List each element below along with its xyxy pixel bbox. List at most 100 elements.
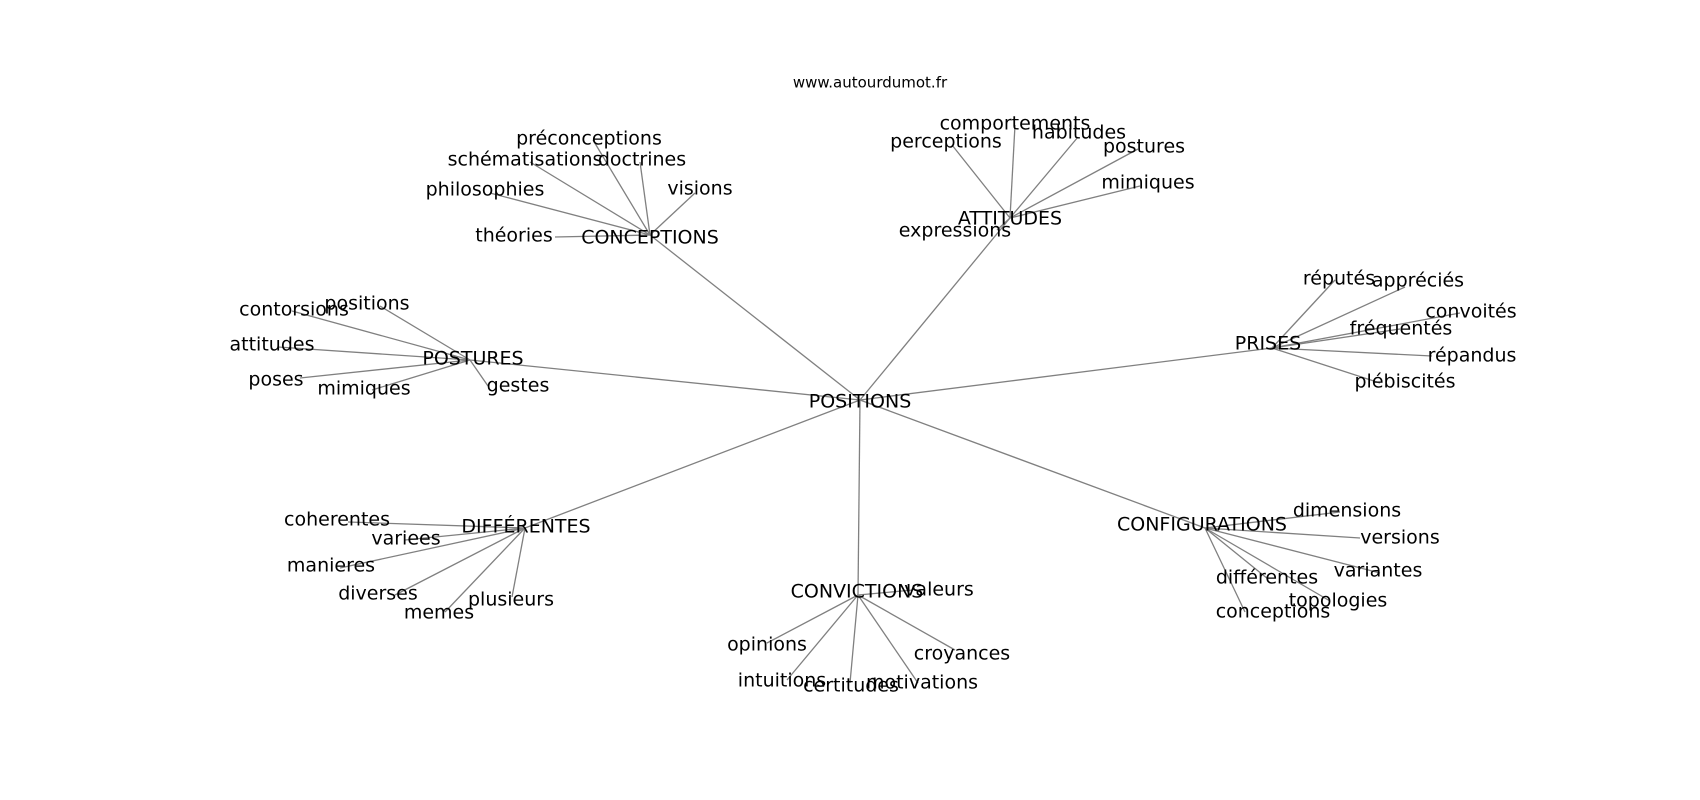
source-watermark: www.autourdumot.fr [793,74,948,92]
leaf-label-poses: poses [248,369,303,391]
edge-differentes-coherentes [347,521,526,529]
edge-postures-positions [379,305,471,361]
edge-differentes-memes [444,527,526,613]
leaf-label-apprecies: appréciés [1372,270,1464,292]
edge-conceptions-theories [554,234,651,238]
edge-center-postures [469,359,861,401]
edge-convictions-valeurs [857,589,914,596]
leaf-label-manieres: manieres [287,555,375,577]
leaf-label-dimensions: dimensions [1293,500,1401,522]
edge-differentes-manieres [339,527,526,569]
leaf-label-certitudes: certitudes [803,675,899,697]
edge-postures-poses [299,359,471,379]
leaf-label-diverses: diverses [338,583,418,605]
edge-attitudes-habitudes [1009,136,1079,219]
leaf-label-schematisations: schématisations [448,149,603,171]
edge-postures-attitudes [277,346,471,361]
leaf-label-comportements: comportements [940,113,1091,135]
leaf-label-versions: versions [1360,527,1440,549]
edge-prises-reputes [1271,279,1336,349]
edge-differentes-plusieurs [511,527,526,598]
leaf-label-contorsions: contorsions [239,299,349,321]
edge-differentes-variees [404,527,526,541]
hub-label-conceptions: CONCEPTIONS [581,227,719,249]
leaf-label-attitudes: attitudes [230,334,315,356]
leaf-label-opinions: opinions [727,634,807,656]
edge-postures-contorsions [291,310,471,361]
edge-attitudes-postures [1009,148,1139,219]
leaf-label-variantes: variantes [1334,560,1423,582]
leaf-label-croyances: croyances [914,643,1010,665]
leaf-label-preconceptions: préconceptions [516,128,662,150]
leaf-label-habitudes: habitudes [1032,122,1126,144]
edge-convictions-opinions [766,594,859,644]
leaf-label-frequentes: fréquentés [1350,318,1453,340]
hub-label-prises: PRISES [1235,333,1301,355]
leaf-label-memes: memes [404,602,474,624]
edge-prises-apprecies [1271,286,1406,349]
leaf-label-valeurs: valeurs [904,579,974,601]
leaf-label-gestes: gestes [487,375,550,397]
edge-center-attitudes [859,217,1011,401]
edge-configurations-versions [1204,527,1361,539]
edge-conceptions-preconceptions [592,139,651,236]
leaf-label-motivations: motivations [866,672,978,694]
edge-prises-repandus [1271,347,1433,357]
leaf-label-mimiques: mimiques [317,378,410,400]
edge-center-differentes [524,399,861,529]
edge-convictions-motivations [857,594,919,684]
edge-prises-convoites [1271,312,1461,349]
leaf-label-plebiscites: plébiscités [1354,371,1455,393]
hub-label-convictions: CONVICTIONS [791,581,924,603]
edge-configurations-differentes [1204,527,1269,580]
leaf-label-theories: théories [475,225,552,247]
graph-edges [277,124,1461,684]
edge-prises-frequentes [1271,328,1401,349]
edge-convictions-certitudes [849,594,859,684]
leaf-label-variees: variees [371,528,440,550]
leaf-label-intuitions: intuitions [738,670,826,692]
edge-center-prises [859,347,1273,401]
leaf-label-topologies: topologies [1289,590,1388,612]
edge-center-configurations [859,399,1206,529]
leaf-label-visions: visions [667,178,732,200]
edge-differentes-diverses [394,527,526,596]
leaf-label-reputes: réputés [1303,268,1375,290]
leaf-label-expressions: expressions [899,220,1011,242]
edge-configurations-conceptions [1204,527,1246,613]
edge-conceptions-visions [649,192,696,236]
leaf-label-plusieurs: plusieurs [468,589,554,611]
leaf-label-philosophies: philosophies [426,179,545,201]
graph-labels: www.autourdumot.fr préconceptionsschémat… [230,74,1517,697]
edge-attitudes-expressions [996,217,1011,231]
edge-postures-mimiques [371,359,471,391]
center-node-label: POSITIONS [809,391,912,413]
edge-center-convictions [857,399,861,596]
leaf-label-positions: positions [324,293,409,315]
edge-convictions-intuitions [786,594,859,681]
leaf-label-repandus: répandus [1428,345,1517,367]
hub-label-attitudes: ATTITUDES [958,208,1062,230]
edge-conceptions-doctrines [639,161,651,236]
edge-configurations-topologies [1204,527,1331,602]
leaf-label-differentes: différentes [1216,567,1318,589]
edge-attitudes-perceptions [951,144,1011,219]
edge-postures-gestes [469,359,489,387]
hub-label-differentes: DIFFÉRENTES [461,515,590,538]
edge-prises-plebiscites [1271,347,1381,384]
leaf-label-coherentes: coherentes [284,509,390,531]
leaf-label-mimiques: mimiques [1101,172,1194,194]
leaf-label-doctrines: doctrines [598,149,686,171]
edge-configurations-variantes [1204,527,1381,574]
leaf-label-perceptions: perceptions [890,131,1002,153]
hub-label-postures: POSTURES [422,348,523,370]
leaf-label-convoites: convoités [1425,301,1516,323]
edge-center-conceptions [649,234,861,401]
edge-conceptions-philosophies [489,192,651,236]
leaf-label-postures: postures [1103,136,1185,158]
hub-label-configurations: CONFIGURATIONS [1117,514,1287,536]
edge-attitudes-comportements [1009,124,1016,219]
leaf-label-conceptions: conceptions [1216,601,1331,623]
edge-conceptions-schematisations [529,161,651,236]
